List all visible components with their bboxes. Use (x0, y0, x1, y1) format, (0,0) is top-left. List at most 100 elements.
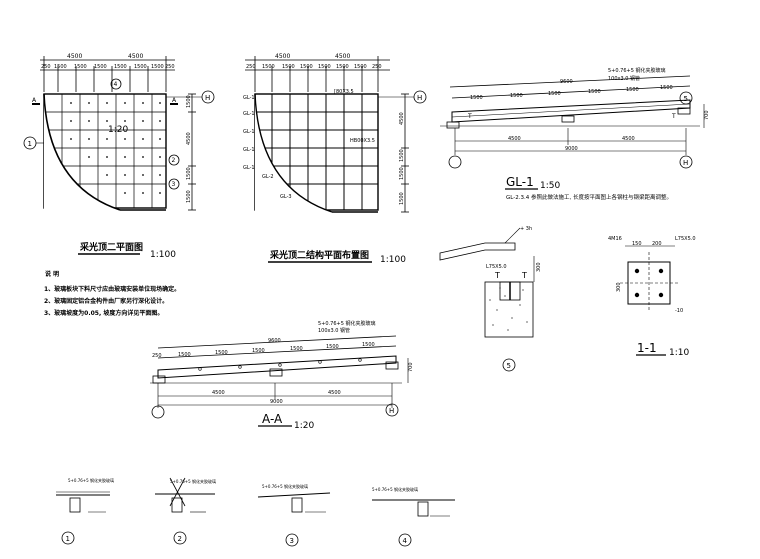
gl1-beam-body (451, 99, 691, 123)
gl1-span: 1500 (548, 91, 561, 97)
gl1-span: 1500 (660, 85, 673, 91)
plan1-inner-scale: 1:20 (108, 125, 128, 135)
section11-scale: 1:10 (669, 348, 689, 358)
detail5-side-dim: 300 (536, 262, 542, 272)
detail5: + 3h L75X5.0 T T 300 5 (439, 226, 542, 372)
gl1-span: 1500 (470, 95, 483, 101)
plan1-callout-2-label: 2 (172, 157, 176, 164)
plan2-member: [80X3.5 (334, 89, 354, 95)
plan2-dim-right: 4500 (399, 112, 405, 125)
plan1-arc-edge (43, 93, 121, 211)
detail-callout-1 (61, 531, 75, 545)
aa-glass: 5+0.76+5 钢化夹胶玻璃 (318, 320, 375, 327)
aa-scale: 1:20 (294, 421, 314, 431)
plan2-member2: HB00X3.5 (350, 138, 375, 144)
plan1-callout-3 (168, 178, 180, 190)
detail5-pier (484, 281, 534, 338)
plan1-section-mark-right: A (172, 97, 177, 104)
detail5-t-mark: T (494, 271, 500, 280)
section11-dim: 200 (652, 241, 662, 247)
gl1-t-mark: T (671, 113, 676, 120)
aa-bottom-dim: 4500 (212, 390, 225, 396)
detail-glass: 5+0.76+5 钢化夹胶玻璃 (372, 486, 418, 492)
detail-callout-3 (285, 533, 299, 547)
detail-callout-2 (173, 531, 187, 545)
detail5-plate: L75X5.0 (486, 264, 507, 270)
plan1-axis-1-label: 1 (28, 140, 32, 148)
aa-axis-1 (151, 405, 165, 419)
gl1-title: GL-1 (506, 175, 534, 189)
aa-span-total: 9600 (268, 338, 281, 344)
plan1-dim-sub: 1500 (74, 64, 87, 70)
plan1-dim-sub: 1500 (114, 64, 127, 70)
detail-1: 5+0.76+5 钢化夹胶玻璃 1 (56, 477, 114, 545)
plan2-dim-top-2: 4500 (335, 53, 350, 60)
detail5-t-mark: T (521, 271, 527, 280)
plan1-dim-sub: 1500 (94, 64, 107, 70)
gl1-axis-1 (448, 155, 462, 169)
plan2-dim-sub: 1500 (282, 64, 295, 70)
section11-title: 1-1 (637, 341, 657, 355)
detail5-flag: + 3h (520, 226, 532, 232)
detail-glass: 5+0.76+5 钢化夹胶玻璃 (68, 477, 114, 483)
section11-plate: 4M16 (608, 236, 622, 242)
detail-callout-label: 4 (403, 537, 408, 545)
gl1-beam: 100x3.0 钢管 (608, 75, 640, 82)
section11-dim: 150 (632, 241, 642, 247)
aa-beam-body (157, 355, 397, 379)
section11-bolt: -10 (675, 308, 683, 314)
gl1-elevation: 5+0.76+5 钢化夹胶玻璃 100x3.0 钢管 9600 1500 150… (440, 67, 710, 201)
detail5-callout (502, 358, 516, 372)
plan2-dim-sub: 1500 (336, 64, 349, 70)
sectionAA: 5+0.76+5 钢化夹胶玻璃 100x3.0 钢管 9600 250 1500… (150, 320, 414, 431)
detail-callout-label: 1 (66, 535, 70, 543)
gl1-axis-h-label: H (683, 159, 688, 167)
plan2-gl-label: GL-1 (243, 95, 255, 101)
plan2-gl-label: GL-2 (262, 174, 274, 180)
plan1-dim-right: 1500 (186, 167, 192, 180)
plan2-dim-right: 1500 (399, 149, 405, 162)
notes: 说 明 1、玻璃板块下料尺寸应由玻璃安装单位现场确定。 2、玻璃固定铝合金构件由… (44, 270, 180, 317)
plan1-section-mark-left: A (32, 97, 37, 104)
notes-header: 说 明 (45, 270, 59, 278)
gl1-bottom-dim: 4500 (622, 136, 635, 142)
aa-beam: 100x3.0 钢管 (318, 327, 350, 334)
notes-item: 1、玻璃板块下料尺寸应由玻璃安装单位现场确定。 (44, 285, 180, 293)
aa-bottom-dim: 4500 (328, 390, 341, 396)
aa-span: 1500 (362, 342, 375, 348)
plan2: 4500 4500 250 1500 1500 1500 1500 1500 1… (243, 53, 427, 265)
plan1-dim-top-1: 4500 (67, 53, 82, 60)
plan1-dim-right: 1500 (186, 190, 192, 203)
detail-2: 5+0.76+5 钢化夹胶玻璃 2 (155, 477, 216, 545)
plan1-dim-sub: 1500 (134, 64, 147, 70)
gl1-span-total: 9600 (560, 79, 573, 85)
plan2-dim-top-1: 4500 (275, 53, 290, 60)
plan1-dim-sub: 250 (165, 64, 175, 70)
aa-title: A-A (262, 412, 283, 426)
plan1-dim-sub: 250 (41, 64, 51, 70)
gl1-callout-5 (679, 91, 693, 105)
plan2-dim-right: 1500 (399, 167, 405, 180)
gl1-note: GL-2.3.4 参照此做法施工, 长度按平面图上各钢柱与钢梁距离调整。 (506, 193, 672, 201)
aa-span: 1500 (178, 352, 191, 358)
aa-bottom-total: 9000 (270, 399, 283, 405)
detail-callout-label: 3 (290, 537, 294, 545)
plan2-dim-sub: 250 (246, 64, 256, 70)
aa-span: 1500 (215, 350, 228, 356)
plan1-callout-2 (168, 154, 180, 166)
plan2-dim-sub: 1500 (354, 64, 367, 70)
detail-glass: 5+0.76+5 钢化夹胶玻璃 (262, 483, 308, 489)
plan2-gl-label: GL-1 (243, 147, 255, 153)
gl1-height: 700 (704, 110, 710, 120)
gl1-span: 1500 (626, 87, 639, 93)
aa-span: 1500 (252, 348, 265, 354)
plan2-title: 采光顶二结构平面布置图 (269, 249, 369, 261)
notes-item: 3、玻璃坡度为0.05, 坡度方向详见平面图。 (44, 309, 163, 317)
gl1-bottom-dim: 4500 (508, 136, 521, 142)
aa-height: 700 (408, 362, 414, 372)
detail-glass: 5+0.76+5 钢化夹胶玻璃 (170, 478, 216, 484)
detail-callout-4 (398, 533, 412, 547)
aa-span: 1500 (326, 344, 339, 350)
aa-axis-h (385, 403, 399, 417)
